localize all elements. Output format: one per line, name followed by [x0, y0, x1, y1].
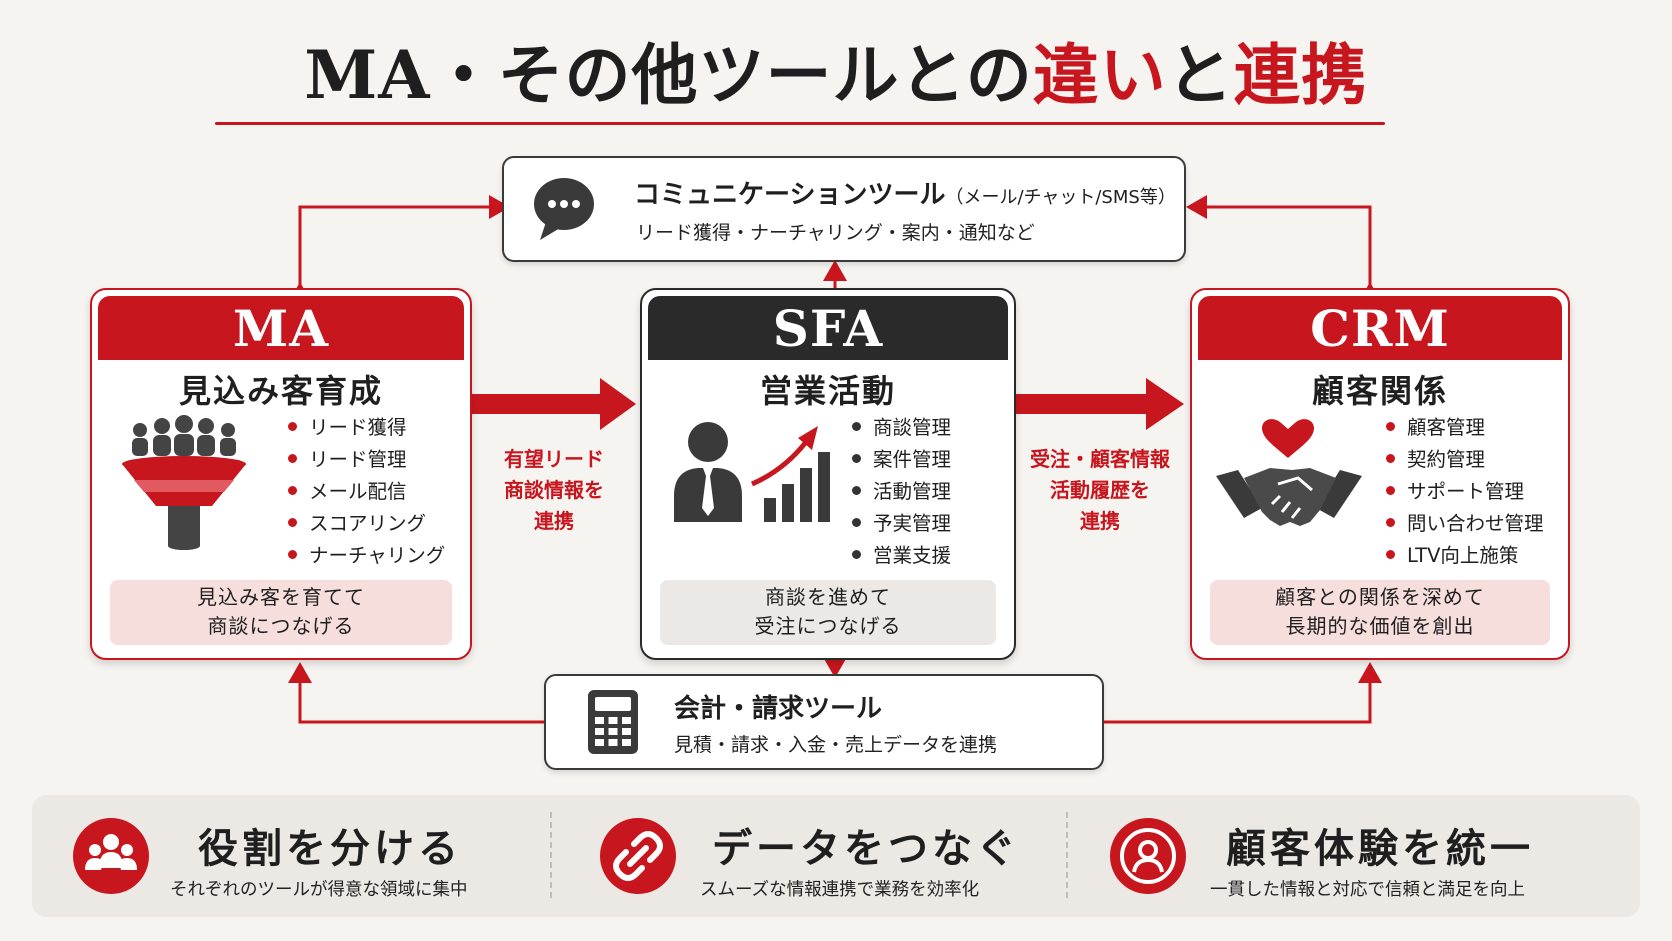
sfa-card: SFA 営業活動 商談管理 案件管理 活動管理 予実管理 営業支援 商談を進めて… — [640, 288, 1016, 660]
list-item: メール配信 — [288, 476, 445, 508]
feature-desc: スムーズな情報連携で業務を効率化 — [700, 880, 980, 900]
funnel-people-icon — [122, 415, 246, 550]
list-item: 案件管理 — [852, 444, 951, 476]
feature-desc: 一貫した情報と対応で信頼と満足を向上 — [1210, 880, 1525, 900]
businessman-growth-chart-icon — [674, 422, 830, 522]
list-item: リード獲得 — [288, 412, 445, 444]
accounting-tool-box: 会計・請求ツール 見積・請求・入金・売上データを連携 — [544, 674, 1104, 770]
sfa-feature-list: 商談管理 案件管理 活動管理 予実管理 営業支援 — [852, 412, 951, 572]
list-item: LTV向上施策 — [1386, 540, 1544, 572]
team-icon — [73, 818, 149, 894]
list-item: 予実管理 — [852, 508, 951, 540]
sfa-to-crm-label: 受注・顧客情報活動履歴を連携 — [1030, 447, 1170, 533]
handshake-heart-icon — [1216, 419, 1362, 526]
feature-title: 役割を分ける — [198, 825, 462, 872]
feature-desc: それぞれのツールが得意な領域に集中 — [170, 880, 468, 900]
crm-feature-list: 顧客管理 契約管理 サポート管理 問い合わせ管理 LTV向上施策 — [1386, 412, 1544, 572]
feature-title: 顧客体験を統一 — [1226, 825, 1534, 872]
list-item: リード管理 — [288, 444, 445, 476]
calculator-icon — [588, 690, 638, 754]
list-item: 商談管理 — [852, 412, 951, 444]
divider — [550, 812, 552, 898]
key-points-band — [32, 795, 1640, 917]
feature-title: データをつなぐ — [712, 825, 1020, 872]
ma-card-header: MA — [98, 296, 464, 360]
sfa-card-subtitle: 営業活動 — [759, 372, 896, 410]
big-arrow-ma-sfa — [470, 378, 636, 430]
arrow-accounting-ma — [288, 662, 544, 724]
page-title: MA・その他ツールとの違いと連携 — [304, 36, 1368, 114]
accounting-tool-title: 会計・請求ツール — [674, 694, 883, 724]
sfa-summary: 商談を進めて受注につなげる — [660, 580, 996, 645]
list-item: サポート管理 — [1386, 476, 1544, 508]
communication-tool-desc: リード獲得・ナーチャリング・案内・通知など — [636, 222, 1035, 244]
ma-card: MA 見込み客育成 リード獲得 リード管理 メール配信 スコアリング ナーチャリ… — [90, 288, 472, 660]
big-arrow-sfa-crm — [1012, 378, 1184, 430]
communication-tool-title: コミュニケーションツール（メール/チャット/SMS等） — [634, 180, 1176, 210]
chain-link-icon — [600, 818, 676, 894]
ma-feature-list: リード獲得 リード管理 メール配信 スコアリング ナーチャリング — [288, 412, 445, 572]
chat-bubble-icon — [534, 178, 594, 240]
list-item: 活動管理 — [852, 476, 951, 508]
ma-to-sfa-label: 有望リード商談情報を連携 — [504, 447, 604, 533]
ma-summary: 見込み客を育てて商談につなげる — [110, 580, 452, 645]
arrow-accounting-crm — [1100, 662, 1382, 724]
communication-tool-note: （メール/チャット/SMS等） — [945, 187, 1176, 208]
list-item: ナーチャリング — [288, 540, 445, 572]
communication-tool-box: コミュニケーションツール（メール/チャット/SMS等） リード獲得・ナーチャリン… — [502, 156, 1186, 262]
list-item: スコアリング — [288, 508, 445, 540]
ma-card-subtitle: 見込み客育成 — [178, 372, 383, 410]
list-item: 顧客管理 — [1386, 412, 1544, 444]
crm-card: CRM 顧客関係 顧客管理 契約管理 サポート管理 問い合わせ管理 LTV向上施… — [1190, 288, 1570, 660]
list-item: 問い合わせ管理 — [1386, 508, 1544, 540]
title-underline — [215, 122, 1385, 125]
list-item: 契約管理 — [1386, 444, 1544, 476]
divider — [1066, 812, 1068, 898]
customer-circle-icon — [1110, 818, 1186, 894]
accounting-tool-desc: 見積・請求・入金・売上データを連携 — [674, 734, 998, 756]
sfa-card-header: SFA — [648, 296, 1008, 360]
list-item: 営業支援 — [852, 540, 951, 572]
arrow-crm-comm — [1186, 195, 1382, 303]
crm-summary: 顧客との関係を深めて長期的な価値を創出 — [1210, 580, 1550, 645]
crm-card-subtitle: 顧客関係 — [1311, 372, 1448, 410]
arrow-ma-comm — [288, 195, 510, 303]
crm-card-header: CRM — [1198, 296, 1562, 360]
